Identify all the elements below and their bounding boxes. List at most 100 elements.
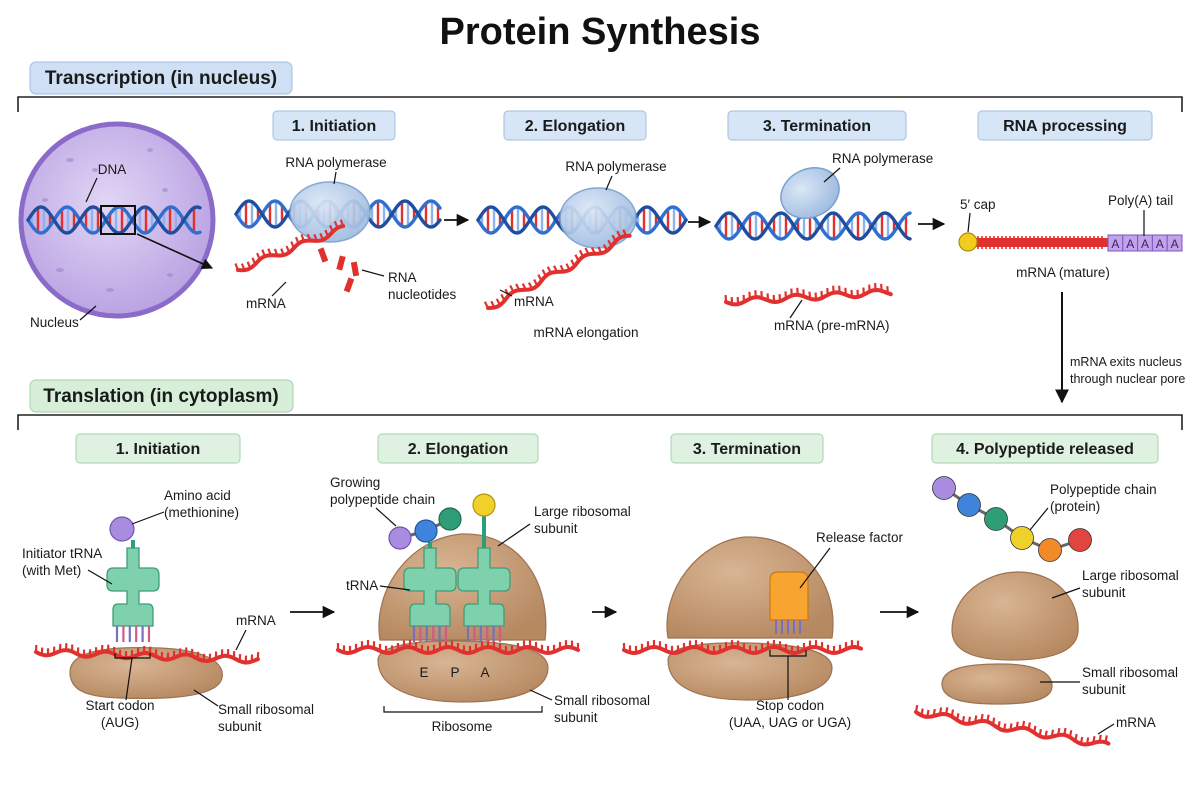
mrna-elongation-label: mRNA elongation [533,325,638,340]
translation-step-1: 1. Initiation [116,441,200,458]
growing-chain-label-1: Growing [330,475,380,490]
translation-step-3: 3. Termination [693,441,801,458]
released-polypeptide-chain [932,476,1092,562]
chain-amino-acid-3 [984,507,1008,531]
chain-amino-acid-4 [1010,526,1034,550]
released-small-subunit [941,663,1053,705]
nucleus-label: Nucleus [30,315,79,330]
nucleus: DNA Nucleus [18,121,216,330]
rna-nucleotides-label-2: nucleotides [388,287,457,302]
released-large-subunit [951,571,1079,661]
small-subunit-label-1: Small ribosomal [218,702,314,717]
transcription-section: Transcription (in nucleus) 1. Initiation… [17,61,1185,404]
growing-chain-label-2: polypeptide chain [330,492,435,507]
poly-a-letter: A [1171,237,1179,251]
poly-a-label: Poly(A) tail [1108,193,1173,208]
released-large-subunit-label-2: subunit [1082,585,1126,600]
translation-initiation: Amino acid (methionine) Initiator tRNA (… [22,488,314,734]
elongation-small-subunit-label-2: subunit [554,710,598,725]
page-title: Protein Synthesis [440,11,761,53]
transcription-step-3: 3. Termination [763,118,871,135]
rna-nucleotides-label-1: RNA [388,270,417,285]
mature-mrna-bases [977,236,1103,249]
translation-section-label: Translation (in cytoplasm) [43,386,278,407]
transcription-step-1: 1. Initiation [292,118,376,135]
released-small-subunit-label-1: Small ribosomal [1082,665,1178,680]
methionine [109,516,135,542]
poly-a-letter: A [1111,237,1119,251]
initiation-translation-mrna [34,643,260,665]
transcription-step-4: RNA processing [1003,118,1127,135]
release-factor-teeth [775,620,801,634]
large-subunit-label-2: subunit [534,521,578,536]
amino-acid-4 [472,493,496,517]
release-factor-label: Release factor [816,530,904,545]
exit-label-2: through nuclear pore [1070,372,1185,386]
translation-step-badges: 1. Initiation 2. Elongation 3. Terminati… [75,433,1159,464]
small-ribosomal-subunit [69,646,223,700]
start-codon-label-2: (AUG) [101,715,139,730]
site-e-label: E [419,665,428,680]
polypeptide-label-2: (protein) [1050,499,1100,514]
release-factor [769,571,809,621]
initiator-trna-label-1: Initiator tRNA [22,546,102,561]
chain-amino-acid-5 [1038,538,1062,562]
elongation-translation-mrna [336,640,580,656]
stop-codon-label-2: (UAA, UAG or UGA) [729,715,851,730]
termination-mrna [622,640,863,656]
translation-bracket [17,414,1183,430]
initiation-mrna-translation-label: mRNA [236,613,276,628]
rna-polymerase [289,181,371,243]
elongation-mrna-label: mRNA [514,294,554,309]
elongation-mrna [483,229,632,310]
termination-small-subunit [667,642,833,701]
polypeptide-label-1: Polypeptide chain [1050,482,1157,497]
initiator-trna-label-2: (with Met) [22,563,81,578]
amino-acid-label-1: Amino acid [164,488,231,503]
mature-mrna-strand [974,238,1108,247]
large-subunit-label-1: Large ribosomal [534,504,631,519]
initiation-mrna [234,219,346,273]
transcription-termination: RNA polymerase mRNA (pre-mRNA) [714,151,933,333]
transcription-badge [29,61,293,95]
trna-label: tRNA [346,578,378,593]
chain-amino-acid-1 [932,476,956,500]
amino-acid-1 [388,526,412,550]
released-mrna-label: mRNA [1116,715,1156,730]
stop-codon-label-1: Stop codon [756,698,824,713]
released-large-subunit-label-1: Large ribosomal [1082,568,1179,583]
dna-label: DNA [98,162,127,177]
released-mrna [914,704,1111,747]
ribosome-bracket [383,706,543,713]
poly-a-letter: A [1141,237,1149,251]
elongation-rna-polymerase-label: RNA polymerase [565,159,666,174]
chain-amino-acid-6 [1068,528,1092,552]
translation-released: Polypeptide chain (protein) Large riboso… [914,476,1179,747]
transcription-initiation: RNA polymerase mRNA RNA nucleotides [234,155,457,311]
amino-acid-label-2: (methionine) [164,505,239,520]
poly-a-letter: A [1156,237,1164,251]
elongation-small-subunit [377,640,549,703]
mature-mrna-label: mRNA (mature) [1016,265,1110,280]
transcription-bracket [17,96,1183,112]
rna-nucleotides [317,247,360,293]
translation-elongation: Growing polypeptide chain Large ribosoma… [330,475,650,734]
elongation-rna-polymerase [559,187,637,249]
translation-step-4: 4. Polypeptide released [956,441,1134,458]
site-p-label: P [450,665,459,680]
zoom-arrow [136,233,214,269]
termination-rna-polymerase-label: RNA polymerase [832,151,933,166]
cap-label: 5′ cap [960,197,996,212]
poly-a-letter: A [1126,237,1134,251]
pre-mrna-label: mRNA (pre-mRNA) [774,318,890,333]
ribosome-label: Ribosome [432,719,493,734]
five-prime-cap [958,232,978,252]
transcription-elongation: RNA polymerase mRNA mRNA elongation [476,159,688,340]
small-subunit-label-2: subunit [218,719,262,734]
exit-label-1: mRNA exits nucleus [1070,355,1182,369]
a-site-trna [457,547,511,642]
start-codon-bracket [114,653,151,659]
